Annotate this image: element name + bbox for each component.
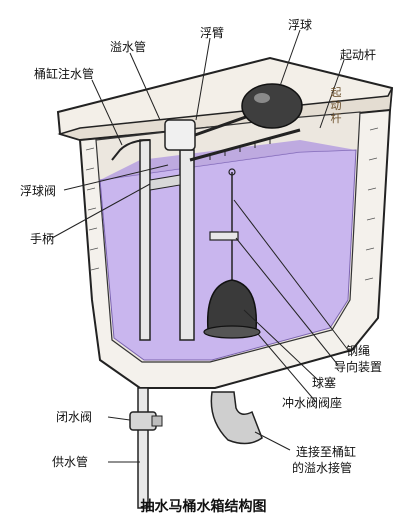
handle-lever xyxy=(149,174,181,191)
label-float-ball: 浮球 xyxy=(288,18,313,32)
float-ball xyxy=(241,83,303,129)
label-guide: 导向装置 xyxy=(334,360,383,374)
fill-valve-top xyxy=(164,119,196,151)
tank-fill-tube xyxy=(111,139,151,161)
label-flush-valve-seat: 冲水阀阀座 xyxy=(282,396,343,410)
label-overflow-pipe: 溢水管 xyxy=(110,40,147,54)
leader-lines xyxy=(51,29,349,463)
water-surface xyxy=(100,140,356,180)
float-ball-highlight xyxy=(254,93,270,103)
wall-hatching xyxy=(85,127,379,281)
label-handle: 手柄 xyxy=(30,232,55,246)
guide-bracket xyxy=(209,231,239,241)
diagram-caption: 抽水马桶水箱结构图 xyxy=(140,499,267,515)
flush-valve-seat xyxy=(203,325,261,339)
label-shutoff-valve: 闭水阀 xyxy=(56,410,93,424)
label-supply-pipe: 供水管 xyxy=(52,455,89,469)
label-wire: 钢绳 xyxy=(346,344,371,358)
fill-valve-column xyxy=(179,149,195,341)
flush-outlet-pipe xyxy=(210,391,263,445)
label-float-arm: 浮臂 xyxy=(200,26,225,40)
ball-plug xyxy=(206,279,258,331)
shutoff-valve-knob xyxy=(151,415,163,427)
label-lift-rod-vertical: 起动杆 xyxy=(330,86,342,125)
supply-pipe xyxy=(137,387,149,509)
label-connect-line1: 连接至桶缸 xyxy=(296,445,357,459)
label-connect-line2: 的溢水接管 xyxy=(292,461,353,475)
wire-guide-ring xyxy=(228,168,236,176)
lift-rod-vertical-text: 起动杆 xyxy=(330,86,342,125)
lift-rod xyxy=(189,128,301,162)
label-lift-rod: 起动杆 xyxy=(340,48,377,62)
label-ball-cock: 浮球阀 xyxy=(20,184,57,198)
lift-rod-holes xyxy=(209,138,271,160)
label-tank-fill-pipe: 桶缸注水管 xyxy=(34,67,95,81)
label-ball-plug: 球塞 xyxy=(312,376,337,390)
